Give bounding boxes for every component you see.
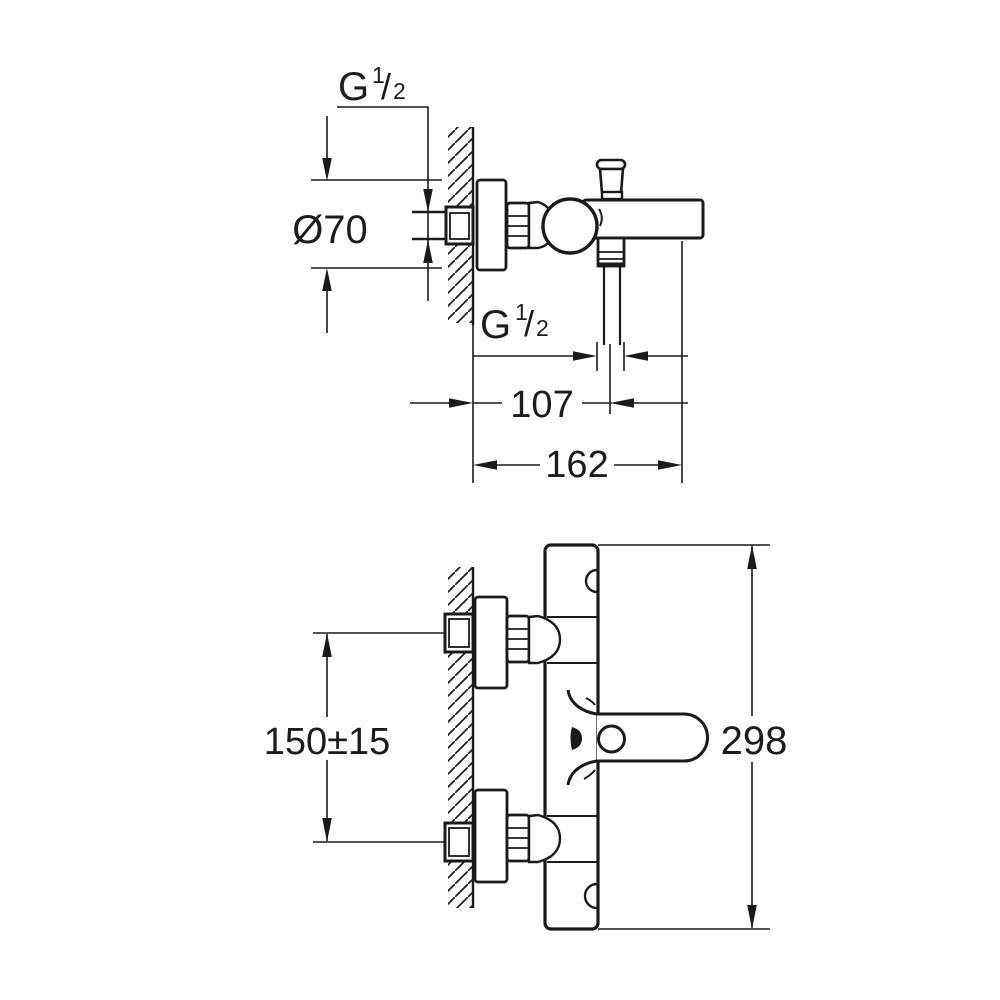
arrow-up-icon — [423, 240, 433, 263]
dim-label-inlet-spacing: 150±15 — [264, 721, 391, 763]
spout-outline — [597, 712, 709, 763]
spout-front — [566, 689, 709, 786]
dim-label-hose-thread-numerator: 1 — [515, 299, 528, 325]
valve-body-circle — [541, 197, 599, 255]
dim-label-overall-height: 298 — [721, 719, 788, 763]
hose-outlet-arc — [583, 882, 598, 910]
dim-label-flange-diameter: Ø70 — [292, 208, 368, 252]
arrow-up-icon — [747, 545, 757, 569]
arrow-down-icon — [322, 158, 332, 181]
dim-label-hose-thread-g: G — [480, 303, 511, 347]
diverter-knob-flange — [600, 190, 624, 201]
front-view: 150±15 298 — [264, 543, 788, 931]
dim-wall-to-hose: 107 — [410, 344, 688, 426]
spout-top-fillet — [566, 689, 598, 716]
diverter-knob-body — [598, 167, 625, 195]
diverter-knob — [595, 158, 627, 201]
inlet-fitting-square-inner — [449, 212, 470, 240]
spout-accent-arc-bottom — [583, 769, 596, 780]
diverter-button-arc — [584, 568, 598, 594]
dim-label-hose-thread-slash: / — [524, 303, 534, 344]
dim-inlet-thread: G 1 / 2 — [337, 62, 433, 301]
dim-hose-thread: G 1 / 2 — [473, 299, 688, 371]
arrow-up-icon — [322, 633, 332, 657]
escutcheon-bottom — [473, 788, 509, 884]
dim-label-inlet-thread-slash: / — [381, 66, 391, 107]
escutcheon-side — [475, 178, 508, 272]
arrow-left-icon — [473, 460, 497, 470]
diverter-knob-cap — [595, 158, 627, 171]
arrow-right-icon — [449, 398, 473, 408]
connection-cone-top — [527, 614, 562, 665]
dim-label-wall-to-hose: 107 — [510, 384, 573, 426]
dim-flange-diameter: Ø70 — [292, 116, 442, 333]
arrow-down-icon — [747, 905, 757, 929]
wall-union-square-top-inner — [448, 618, 470, 648]
arrow-down-icon — [423, 189, 433, 212]
spout-accent-arc-top — [585, 697, 596, 706]
arrow-right-icon — [573, 351, 597, 361]
inlet-assembly-bottom — [443, 788, 597, 884]
arrow-left-icon — [624, 351, 648, 361]
dim-overall-height: 298 — [598, 544, 788, 930]
arrow-right-icon — [658, 460, 682, 470]
spout-bottom-fillet — [566, 759, 598, 786]
dim-label-inlet-thread-denominator: 2 — [393, 78, 406, 104]
dim-label-wall-to-spout: 162 — [545, 444, 608, 486]
arrow-down-icon — [322, 818, 332, 842]
side-view: Ø70 G 1 / 2 — [292, 62, 705, 486]
dim-label-inlet-thread-numerator: 1 — [372, 62, 385, 88]
aerator-mark — [570, 727, 582, 750]
dim-label-hose-thread-denominator: 2 — [536, 315, 549, 341]
escutcheon-top — [473, 595, 509, 690]
arrow-left-icon — [610, 398, 634, 408]
inlet-assembly-top — [443, 595, 597, 690]
arrow-up-icon — [322, 268, 332, 291]
spout-highlight-arc — [598, 208, 603, 227]
wall-union-square-bottom-inner — [448, 827, 470, 857]
dim-inlet-spacing: 150±15 — [264, 632, 446, 843]
dim-label-inlet-thread-g: G — [338, 65, 369, 109]
connection-cone-bottom — [527, 813, 562, 864]
spout-outlet-circle — [597, 724, 626, 754]
dim-wall-to-spout: 162 — [473, 241, 683, 486]
dim-leader-line — [337, 106, 429, 301]
